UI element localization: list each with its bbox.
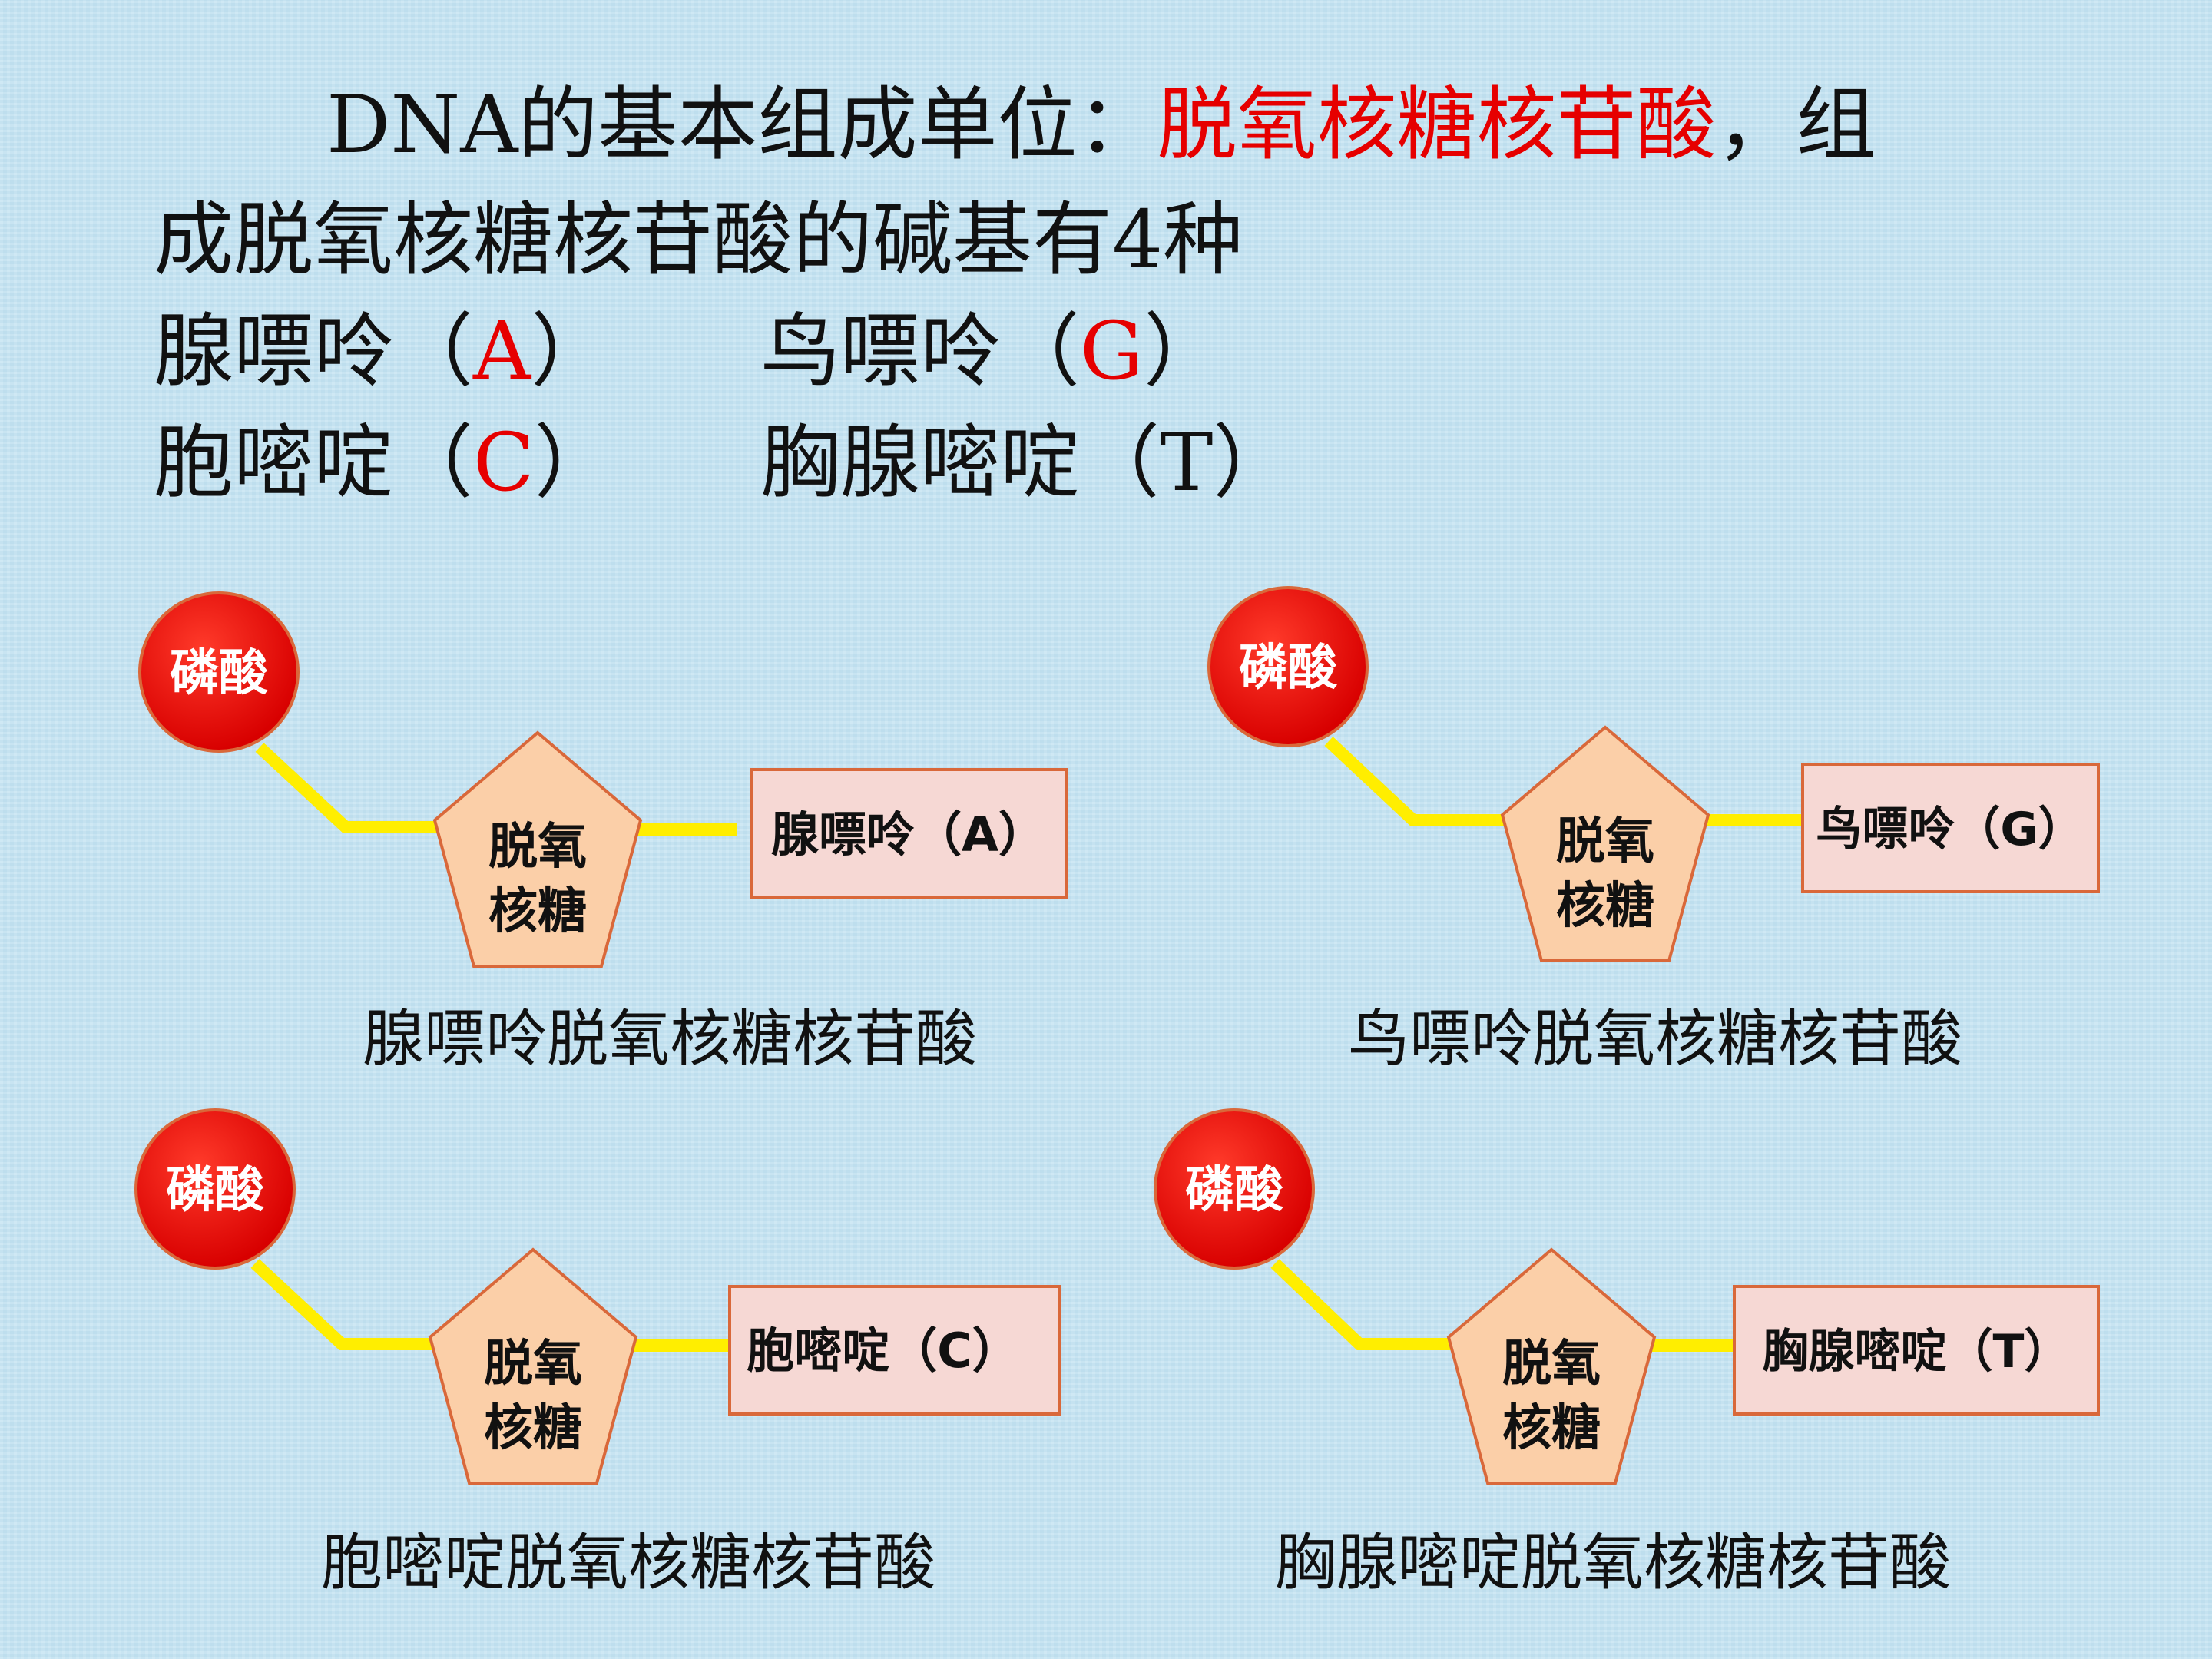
- base-letter-t: T: [1160, 416, 1214, 509]
- title-prefix: DNA的基本组成单位：: [326, 78, 1157, 171]
- phosphate-sugar-bond: [1324, 737, 1505, 826]
- base-letter-g: G: [1080, 304, 1144, 398]
- deoxyribose-pentagon: [1446, 1247, 1657, 1485]
- base-box: [750, 768, 1068, 899]
- phosphate-sugar-bond: [1270, 1259, 1452, 1350]
- nucleotide-diagram-g: 磷酸 脱氧 核糖 鸟嘌呤（G）: [1207, 586, 2100, 962]
- base-box-label: 腺嘌呤（A）: [771, 806, 1046, 863]
- title-line-2: 成脱氧核糖核苷酸的碱基有4种: [154, 193, 1243, 286]
- base-item-t: 胸腺嘧啶（T）: [760, 416, 1293, 509]
- nucleotide-diagram-t: 磷酸 脱氧 核糖 胸腺嘧啶（T）: [1154, 1108, 2100, 1485]
- caption-c: 胞嘧啶脱氧核糖核苷酸: [321, 1527, 935, 1598]
- base-box: [1733, 1285, 2100, 1416]
- base-item-a: 腺嘌呤（A）: [154, 304, 611, 398]
- deoxyribose-pentagon: [1500, 725, 1710, 962]
- phosphate-circle: [138, 591, 300, 753]
- base-box-label: 胞嘧啶（C）: [747, 1323, 1020, 1379]
- base-name-g: 鸟嘌呤: [760, 304, 1001, 398]
- base-box: [728, 1285, 1061, 1416]
- caption-g: 鸟嘌呤脱氧核糖核苷酸: [1348, 1003, 1962, 1075]
- sugar-label-line2: 核糖: [484, 1400, 582, 1457]
- deoxyribose-pentagon: [432, 730, 643, 968]
- phosphate-label: 磷酸: [1239, 640, 1338, 697]
- caption-t: 胸腺嘧啶脱氧核糖核苷酸: [1275, 1527, 1951, 1598]
- title-line-1: DNA的基本组成单位：脱氧核糖核苷酸，组: [326, 84, 1876, 164]
- base-letter-a: A: [473, 304, 531, 398]
- base-box-label: 胸腺嘧啶（T）: [1763, 1325, 2071, 1379]
- sugar-label-line1: 脱氧: [1502, 1336, 1601, 1392]
- base-item-g: 鸟嘌呤（G）: [760, 304, 1224, 398]
- caption-a: 腺嘌呤脱氧核糖核苷酸: [363, 1003, 977, 1075]
- base-name-c: 胞嘧啶: [154, 416, 394, 509]
- phosphate-sugar-bond: [255, 743, 438, 833]
- base-name-t: 胸腺嘧啶: [760, 416, 1081, 509]
- phosphate-label: 磷酸: [1185, 1162, 1284, 1219]
- sugar-label-line2: 核糖: [1502, 1400, 1601, 1457]
- title-suffix: ，组: [1716, 78, 1876, 171]
- nucleotide-diagram-c: 磷酸 脱氧 核糖 胞嘧啶（C）: [134, 1108, 1061, 1485]
- phosphate-label: 磷酸: [166, 1162, 265, 1219]
- sugar-label-line2: 核糖: [488, 883, 587, 940]
- base-letter-c: C: [473, 416, 535, 509]
- phosphate-sugar-bond: [250, 1259, 434, 1350]
- phosphate-label: 磷酸: [170, 645, 269, 702]
- sugar-label-line1: 脱氧: [1556, 813, 1654, 870]
- sugar-label-line1: 脱氧: [484, 1336, 582, 1392]
- phosphate-circle: [134, 1108, 296, 1270]
- title-highlight: 脱氧核糖核苷酸: [1157, 78, 1717, 171]
- base-box: [1801, 763, 2100, 893]
- deoxyribose-pentagon: [428, 1247, 638, 1485]
- phosphate-circle: [1207, 586, 1369, 747]
- sugar-label-line2: 核糖: [1556, 878, 1654, 935]
- base-item-c: 胞嘧啶（C）: [154, 416, 614, 509]
- base-box-label: 鸟嘌呤（G）: [1816, 803, 2084, 856]
- phosphate-circle: [1154, 1108, 1315, 1270]
- sugar-label-line1: 脱氧: [488, 819, 587, 876]
- nucleotide-diagram-a: 磷酸 脱氧 核糖 腺嘌呤（A）: [138, 591, 1068, 968]
- base-name-a: 腺嘌呤: [154, 304, 394, 398]
